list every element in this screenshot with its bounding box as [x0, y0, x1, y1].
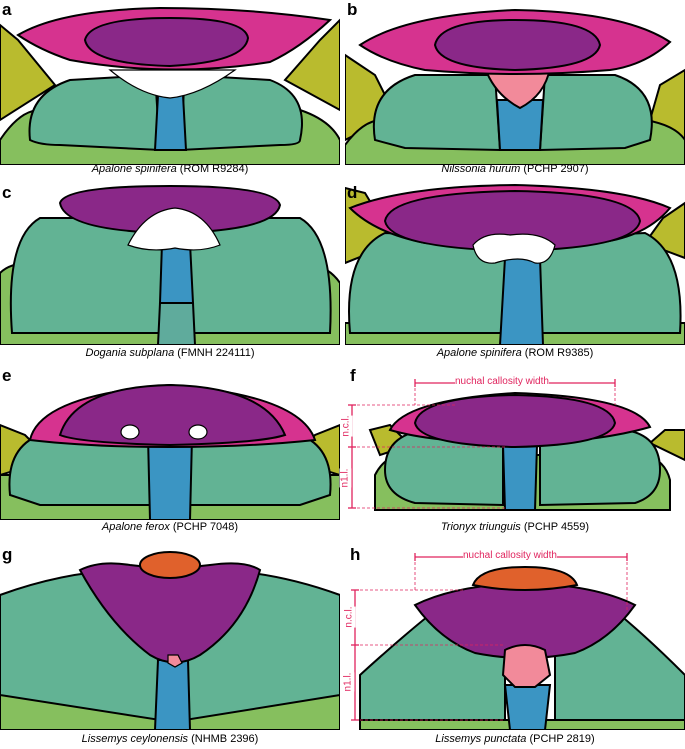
panel-letter: b — [347, 0, 358, 19]
ncl-label: n.c.l. — [340, 415, 353, 437]
specimen-id: (PCHP 7048) — [172, 521, 239, 533]
panel-caption: Lissemys punctata (PCHP 2819) — [345, 733, 685, 745]
measurement-guides — [352, 383, 616, 509]
specimen-id: (PCHP 2907) — [523, 163, 589, 175]
species-name: Dogania subplana — [85, 347, 175, 359]
specimen-id: (FMNH 224111) — [177, 347, 255, 359]
specimen-id: (ROM R9385) — [524, 347, 594, 359]
panel-caption: Lissemys ceylonensis (NHMB 2396) — [0, 733, 340, 745]
neural-plate-posterior — [156, 302, 197, 345]
panel-caption: Trionyx triunguis (PCHP 4559) — [345, 521, 685, 533]
neural-plate — [153, 94, 188, 151]
panel-c: c Dogania subplana (FMNH 224111) — [0, 183, 340, 363]
panel-caption: Apalone spinifera (ROM R9385) — [345, 347, 685, 359]
costal-right — [178, 73, 303, 152]
costal-right — [179, 217, 332, 334]
nuchal-callosity — [58, 383, 287, 447]
species-name: Lissemys ceylonensis — [81, 733, 189, 745]
panel-caption: Apalone ferox (PCHP 7048) — [0, 521, 340, 533]
panel-h-diagram — [351, 553, 685, 730]
scapula-left — [0, 23, 57, 122]
panel-caption: Dogania subplana (FMNH 224111) — [0, 347, 340, 359]
panel-c-diagram — [0, 184, 340, 345]
species-name: Trionyx triunguis — [440, 521, 521, 533]
neural-plate — [501, 444, 539, 511]
nuchal-callosity — [78, 562, 262, 664]
neural-plate — [158, 242, 195, 304]
neural-plate — [153, 659, 192, 730]
panel-d: d Apalone spinifera (ROM R9385) — [345, 183, 685, 363]
panel-g-diagram — [0, 551, 340, 730]
specimen-id: (ROM R9284) — [179, 163, 249, 175]
nuchal-callosity — [83, 16, 250, 68]
costal-left — [9, 217, 166, 334]
panel-b-diagram — [345, 8, 685, 165]
fontanelle — [472, 233, 556, 264]
panel-letter: d — [347, 183, 358, 202]
panel-letter: a — [2, 0, 12, 19]
nuchal-callosity — [383, 189, 642, 253]
panel-e: e Apalone ferox (PCHP 7048) — [0, 365, 340, 540]
fontanelle — [127, 207, 221, 251]
measurement-guides — [355, 557, 628, 721]
species-name: Nilssonia hurum — [441, 163, 521, 175]
panel-h: nuchal callosity width n.c.l. n1.l. h Li… — [342, 545, 685, 749]
panel-b: b Nilssonia hurum (PCHP 2907) — [345, 0, 685, 180]
panel-a-diagram — [0, 6, 340, 165]
panel-caption: Nilssonia hurum (PCHP 2907) — [345, 163, 685, 175]
fontanelle-right — [188, 424, 208, 440]
neural-plate — [498, 257, 545, 345]
panel-g: g Lissemys ceylonensis (NHMB 2396) — [0, 545, 340, 749]
specimen-id: (PCHP 2819) — [529, 733, 595, 745]
width-label: nuchal callosity width — [463, 550, 557, 562]
nuchal-callosity — [433, 18, 602, 72]
fontanelle — [108, 69, 237, 99]
panel-caption: Apalone spinifera (ROM R9284) — [0, 163, 340, 175]
species-name: Apalone spinifera — [436, 347, 522, 359]
preneural-plate — [501, 644, 552, 688]
panel-letter: e — [2, 366, 12, 385]
species-name: Lissemys punctata — [435, 733, 527, 745]
panel-a: a Apalone spinifera (ROM R9284) — [0, 0, 340, 180]
panel-letter: h — [350, 545, 361, 564]
neural-plate — [503, 684, 552, 730]
extra-nuchal-bone — [139, 551, 201, 579]
preneural-plate — [167, 654, 183, 668]
nuchal-callosity — [413, 393, 617, 449]
panel-d-diagram — [345, 183, 685, 345]
specimen-id: (PCHP 4559) — [523, 521, 590, 533]
costal-left — [28, 73, 162, 152]
specimen-id: (NHMB 2396) — [191, 733, 259, 745]
species-name: Apalone ferox — [101, 521, 170, 533]
neural-plate — [146, 436, 194, 520]
panel-letter: g — [2, 545, 13, 564]
panel-e-diagram — [0, 383, 340, 520]
species-name: Apalone spinifera — [91, 163, 177, 175]
scapula-right — [283, 18, 340, 112]
preneural-plate — [483, 67, 552, 110]
n1l-label: n1.l. — [342, 672, 355, 692]
n1l-label: n1.l. — [339, 468, 352, 488]
panel-f-diagram — [348, 379, 685, 511]
fontanelle-left — [120, 424, 140, 440]
panel-f: nuchal callosity width n.c.l. n1.l. f Tr… — [339, 365, 685, 540]
panel-letter: c — [2, 183, 12, 202]
panel-letter: f — [350, 366, 356, 385]
extra-nuchal-bone — [471, 565, 579, 591]
width-label: nuchal callosity width — [455, 376, 549, 388]
costal-left — [372, 74, 502, 152]
ncl-label: n.c.l. — [343, 606, 356, 628]
costal-right — [538, 74, 653, 152]
